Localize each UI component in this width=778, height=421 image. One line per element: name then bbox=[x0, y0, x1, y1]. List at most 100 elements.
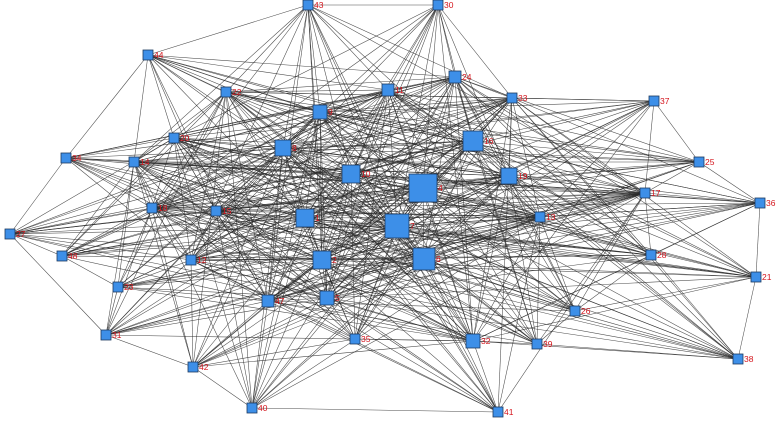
node-7[interactable]: 7 bbox=[384, 213, 415, 239]
node-box[interactable] bbox=[4, 228, 16, 240]
node-47[interactable]: 47 bbox=[261, 294, 285, 308]
node-box[interactable] bbox=[56, 250, 68, 262]
node-33[interactable]: 33 bbox=[506, 92, 528, 104]
edge-16-25 bbox=[472, 140, 700, 163]
node-25[interactable]: 25 bbox=[693, 156, 715, 168]
node-box[interactable] bbox=[384, 213, 410, 239]
node-10[interactable]: 10 bbox=[341, 164, 371, 184]
node-27[interactable]: 27 bbox=[4, 228, 26, 240]
node-box[interactable] bbox=[408, 173, 438, 203]
node-16[interactable]: 16 bbox=[462, 130, 494, 152]
node-box[interactable] bbox=[312, 250, 332, 270]
node-39[interactable]: 39 bbox=[531, 338, 553, 350]
edge-20-38 bbox=[173, 137, 739, 360]
node-box[interactable] bbox=[534, 211, 546, 223]
node-30[interactable]: 30 bbox=[432, 0, 454, 11]
node-box[interactable] bbox=[465, 333, 481, 349]
edge-1-28 bbox=[304, 217, 652, 256]
node-box[interactable] bbox=[492, 406, 504, 418]
node-15[interactable]: 15 bbox=[210, 205, 232, 217]
node-31[interactable]: 31 bbox=[100, 329, 122, 341]
node-38[interactable]: 38 bbox=[732, 353, 754, 365]
node-box[interactable] bbox=[274, 139, 292, 157]
node-box[interactable] bbox=[500, 167, 518, 185]
node-2[interactable]: 2 bbox=[312, 250, 337, 270]
edge-32-41 bbox=[472, 340, 499, 413]
node-box[interactable] bbox=[349, 333, 361, 345]
node-box[interactable] bbox=[432, 0, 444, 11]
node-box[interactable] bbox=[462, 130, 484, 152]
node-box[interactable] bbox=[112, 281, 124, 293]
node-box[interactable] bbox=[319, 290, 335, 306]
node-box[interactable] bbox=[60, 152, 72, 164]
node-36[interactable]: 36 bbox=[754, 197, 776, 209]
node-40[interactable]: 40 bbox=[246, 402, 268, 414]
edge-17-36 bbox=[644, 192, 761, 204]
node-box[interactable] bbox=[569, 305, 581, 317]
node-35[interactable]: 35 bbox=[349, 333, 371, 345]
node-box[interactable] bbox=[341, 164, 361, 184]
node-34[interactable]: 34 bbox=[60, 152, 82, 164]
node-box[interactable] bbox=[645, 249, 657, 261]
node-box[interactable] bbox=[261, 294, 275, 308]
node-box[interactable] bbox=[302, 0, 314, 11]
node-box[interactable] bbox=[312, 104, 328, 120]
node-11[interactable]: 11 bbox=[381, 83, 404, 97]
node-19[interactable]: 19 bbox=[500, 167, 528, 185]
node-43[interactable]: 43 bbox=[302, 0, 324, 11]
node-box[interactable] bbox=[146, 202, 158, 214]
node-42[interactable]: 42 bbox=[187, 361, 209, 373]
node-48[interactable]: 48 bbox=[56, 250, 78, 262]
node-box[interactable] bbox=[693, 156, 705, 168]
node-box[interactable] bbox=[531, 338, 543, 350]
node-41[interactable]: 41 bbox=[492, 406, 514, 418]
node-17[interactable]: 17 bbox=[639, 187, 661, 199]
node-26[interactable]: 26 bbox=[569, 305, 591, 317]
node-44[interactable]: 44 bbox=[142, 49, 164, 61]
node-box[interactable] bbox=[732, 353, 744, 365]
node-14[interactable]: 14 bbox=[128, 156, 150, 168]
node-box[interactable] bbox=[750, 271, 762, 283]
node-box[interactable] bbox=[100, 329, 112, 341]
node-21[interactable]: 21 bbox=[750, 271, 772, 283]
node-box[interactable] bbox=[754, 197, 766, 209]
edge-37-7 bbox=[396, 100, 655, 227]
node-5[interactable]: 5 bbox=[319, 290, 340, 306]
edge-15-32 bbox=[215, 210, 474, 342]
node-28[interactable]: 28 bbox=[645, 249, 667, 261]
node-8[interactable]: 8 bbox=[274, 139, 297, 157]
node-box[interactable] bbox=[448, 70, 462, 84]
edge-1-22 bbox=[225, 91, 306, 219]
edge-28-36 bbox=[650, 202, 761, 256]
node-box[interactable] bbox=[142, 49, 154, 61]
node-6[interactable]: 6 bbox=[412, 247, 441, 271]
node-13[interactable]: 13 bbox=[534, 211, 556, 223]
node-box[interactable] bbox=[128, 156, 140, 168]
node-box[interactable] bbox=[187, 361, 199, 373]
node-box[interactable] bbox=[381, 83, 395, 97]
node-37[interactable]: 37 bbox=[648, 95, 670, 107]
node-box[interactable] bbox=[506, 92, 518, 104]
node-box[interactable] bbox=[185, 254, 197, 266]
node-23[interactable]: 23 bbox=[112, 281, 134, 293]
node-1[interactable]: 1 bbox=[295, 208, 320, 228]
node-32[interactable]: 32 bbox=[465, 333, 491, 349]
node-box[interactable] bbox=[220, 86, 232, 98]
edge-33-43 bbox=[307, 4, 513, 99]
node-4[interactable]: 4 bbox=[408, 173, 443, 203]
node-18[interactable]: 18 bbox=[146, 202, 168, 214]
node-box[interactable] bbox=[168, 132, 180, 144]
node-12[interactable]: 12 bbox=[185, 254, 207, 266]
node-box[interactable] bbox=[648, 95, 660, 107]
edge-44-47 bbox=[147, 54, 269, 302]
node-20[interactable]: 20 bbox=[168, 132, 190, 144]
edge-16-35 bbox=[354, 140, 474, 340]
node-box[interactable] bbox=[412, 247, 436, 271]
node-9[interactable]: 9 bbox=[312, 104, 333, 120]
node-22[interactable]: 22 bbox=[220, 86, 242, 98]
node-box[interactable] bbox=[246, 402, 258, 414]
node-box[interactable] bbox=[295, 208, 315, 228]
node-24[interactable]: 24 bbox=[448, 70, 472, 84]
node-box[interactable] bbox=[639, 187, 651, 199]
node-box[interactable] bbox=[210, 205, 222, 217]
